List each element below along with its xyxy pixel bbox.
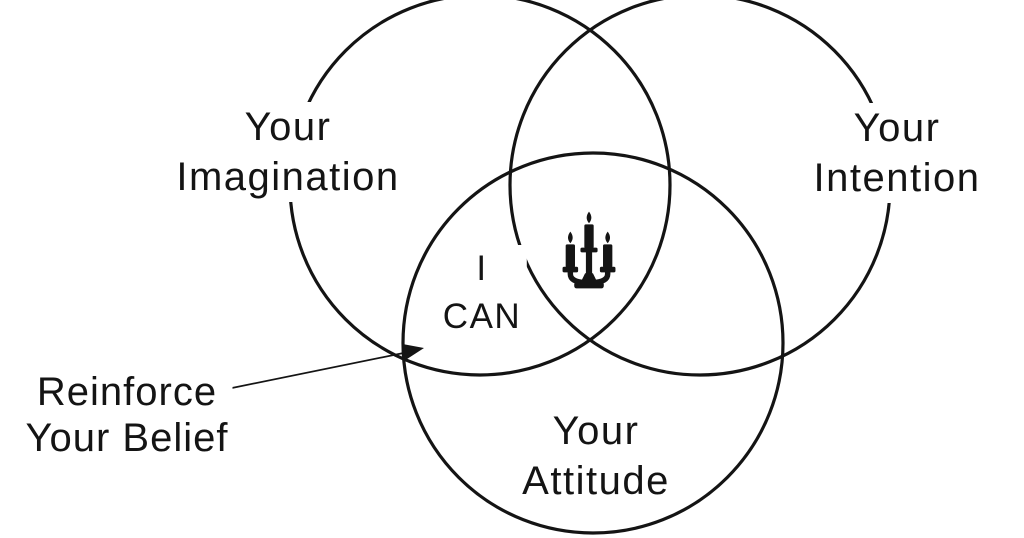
reinforce-label-line2: Your Belief [25,416,229,460]
reinforce-belief-annotation-label: Reinforce Your Belief [21,369,233,461]
intention-label: Your Intention [805,103,989,203]
attitude-circle [401,151,785,535]
i-can-overlap-label: I CAN [436,245,528,341]
candelabra-icon [562,211,616,289]
imagination-label: Your Imagination [168,102,408,202]
attitude-label-line2: Attitude [522,459,670,503]
imagination-label-line2: Imagination [176,155,400,199]
intention-label-line2: Intention [813,156,981,200]
imagination-label-line1: Your [244,105,332,149]
reinforce-label-line1: Reinforce [36,370,218,414]
attitude-label-line1: Your [552,409,640,453]
i-can-label-line1: I [476,249,488,288]
annotation-arrow [226,344,424,390]
attitude-label: Your Attitude [514,406,678,506]
intention-label-line1: Your [853,106,941,150]
i-can-label-line2: CAN [442,297,522,336]
